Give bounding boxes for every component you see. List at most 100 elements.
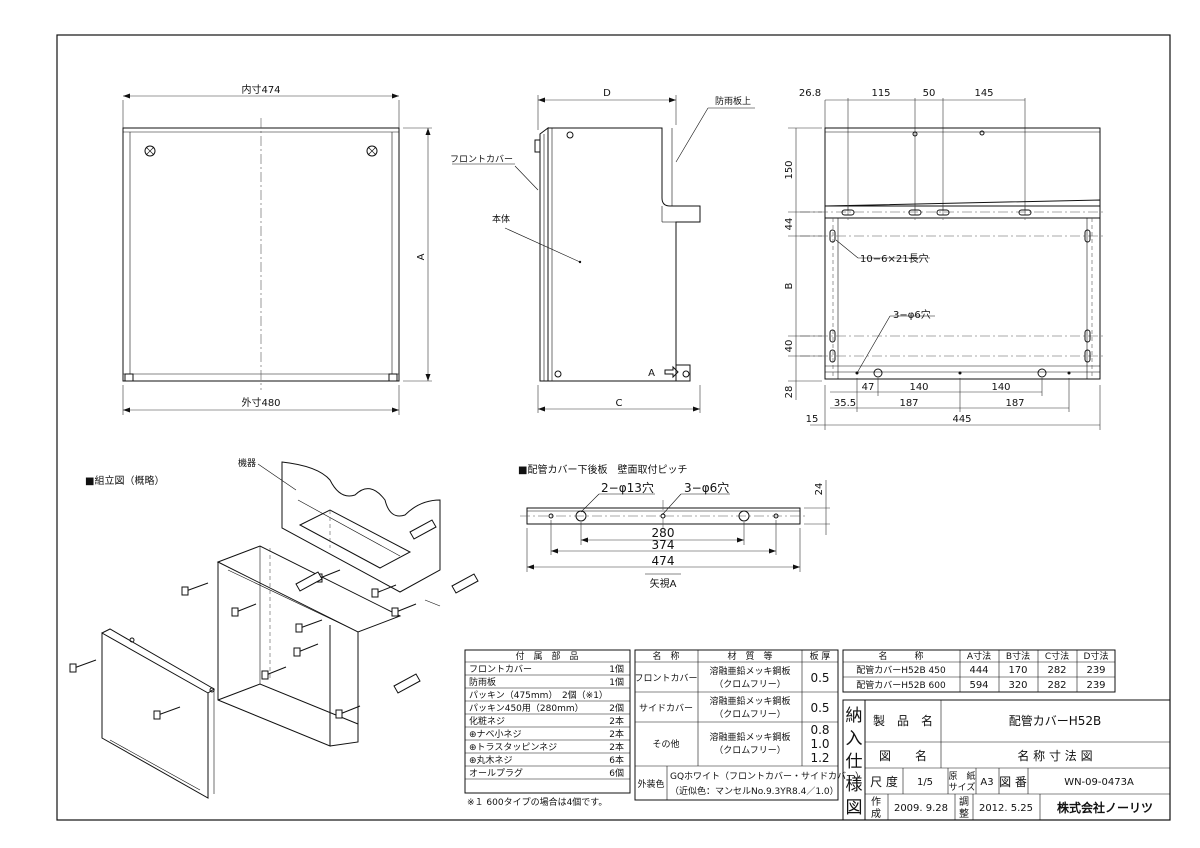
material-spec: 溶融亜鉛メッキ鋼板 [709,695,790,707]
material-thickness: 0.5 [810,671,829,685]
accessory-name: 防雨板 [469,676,496,688]
top-dim: 145 [974,88,993,99]
accessory-qty: 2本 [609,715,624,727]
created-label: 成 [871,808,881,820]
screw-icon [69,659,97,673]
accessory-qty: 1個 [609,676,624,688]
back-view: 26.8 115 50 145 [784,88,1105,430]
accessory-name: フロントカバー [469,664,532,675]
drawing-number-value: WN-09-0473A [1064,777,1134,788]
size-header: B寸法 [1006,650,1030,662]
accessory-qty: 2本 [609,728,624,740]
exterior-color-label: 外装色 [637,778,664,790]
material-spec: （クロムフリー） [714,745,785,756]
accessory-name: オールプラグ [469,767,523,779]
left-dim: 44 [784,218,795,231]
top-dim: 115 [871,88,890,99]
accessory-qty: 2個 [609,702,624,714]
exterior-color-value: GQホワイト（フロントカバー・サイドカバー） [670,771,864,782]
bottom-dim: 187 [899,398,918,409]
material-part: その他 [652,738,679,750]
screw-icon [295,619,323,633]
slot-hole [829,329,836,343]
screw-icon [335,705,361,719]
wall-dim: 280 [652,526,675,540]
wall-plug-icon [295,571,323,592]
assembly-view: ■組立図（概略） 機器 [69,457,479,799]
screw-icon [153,706,181,720]
slot-hole [1018,209,1032,216]
screw-icon [144,145,156,157]
drawing-name-value: 名 称 寸 法 図 [1017,748,1092,763]
view-arrow-label: A [648,368,655,379]
accessory-name: ⊕丸木ネジ [469,754,513,766]
mount-hole-large [738,510,750,522]
bottom-dim: 35.5 [834,398,856,409]
accessories-table: 付 属 部 品 フロントカバー 1個 防雨板 1個 パッキン（475mm） 2個… [464,649,631,808]
label-body: 本体 [492,213,510,225]
bottom-dim: 15 [806,414,819,425]
title-side-char: 納 [846,706,863,726]
slot-hole [1084,229,1091,243]
slot-hole [841,209,855,216]
material-part: サイドカバー [639,703,693,714]
front-view: 内寸474 A 外寸480 [122,83,432,415]
adjusted-label: 調 [959,795,969,808]
bottom-dim: 445 [952,414,971,425]
screw-icon [371,584,397,598]
bottom-dim: 140 [991,382,1010,393]
mount-hole-large [575,510,587,522]
wall-plug-icon [451,573,479,594]
wall-plug-icon [393,673,421,694]
material-thickness: 1.0 [810,737,829,751]
round-hole-note: 3−φ6穴 [893,308,931,321]
slot-hole-note: 10−6×21長穴 [860,252,929,265]
slot-hole [1084,329,1091,343]
accessory-qty: 2本 [609,741,624,753]
label-rain-guard: 防雨板上 [715,95,751,107]
accessories-header: 付 属 部 品 [515,650,578,662]
back-panel-upper [824,127,1101,207]
size-cell: 282 [1047,680,1066,691]
bottom-dim: 140 [909,382,928,393]
accessory-name: 化粧ネジ [469,715,505,727]
top-dim: 50 [923,88,936,99]
screw-icon [366,145,378,157]
material-spec: （クロムフリー） [714,709,785,720]
screw-icon [231,603,257,617]
size-cell: 282 [1047,665,1066,676]
size-cell: 444 [969,665,988,676]
title-side-char: 様 [846,775,863,795]
drawing-number-label: 図 番 [999,775,1027,789]
scale-value: 1/5 [917,777,933,788]
materials-header: 材 質 等 [727,650,772,662]
wall-hole-note: 2−φ13穴 [601,480,654,495]
sizes-table: 名 称 A寸法 B寸法 C寸法 D寸法 配管カバーH52B 450 444 17… [842,649,1116,693]
side-view: D A フロントカバー 本体 防雨板上 C [450,88,755,413]
size-cell: 配管カバーH52B 600 [856,679,946,691]
wall-plate-title: ■配管カバー下後板 壁面取付ピッチ [518,463,687,476]
mount-hole-small [773,513,779,519]
left-dim: 40 [784,340,795,353]
size-header: D寸法 [1084,650,1109,662]
size-cell: 配管カバーH52B 450 [856,664,946,676]
wall-hole-note: 3−φ6穴 [684,480,729,495]
back-panel-lower [824,217,1101,380]
slot-hole [936,209,950,216]
paper-size-value: A3 [980,777,993,788]
company-name: 株式会社ノーリツ [1057,800,1153,815]
top-dim: 26.8 [799,88,821,99]
wall-plug-icon [409,519,437,540]
left-dim: B [784,282,795,289]
wall-plate-height: 24 [814,483,825,496]
size-cell: 594 [969,680,988,691]
accessory-qty: 1個 [609,663,624,675]
material-thickness: 1.2 [810,751,829,765]
accessory-name: ⊕ナベ小ネジ [469,729,522,740]
size-cell: 320 [1008,680,1027,691]
material-spec: 溶融亜鉛メッキ鋼板 [709,731,790,743]
depth-dim-d: D [603,88,611,99]
slot-hole [908,209,922,216]
title-side-char: 入 [846,729,863,749]
